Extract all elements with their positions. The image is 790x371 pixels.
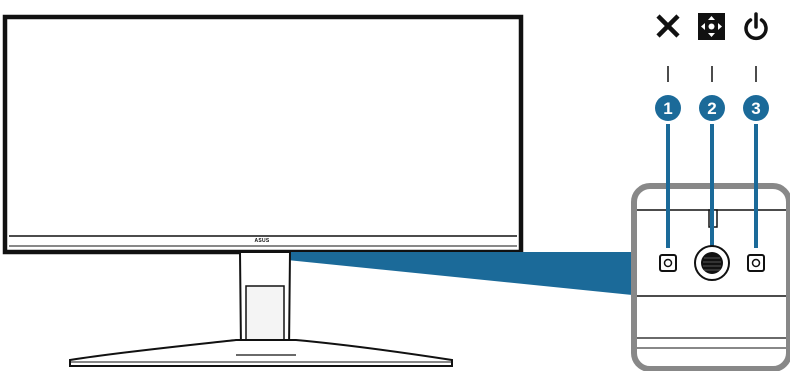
number-badge-3: 3 <box>743 95 769 121</box>
five-way-joystick[interactable] <box>694 245 730 281</box>
power-button[interactable] <box>747 254 765 272</box>
power-icon <box>744 12 768 41</box>
svg-text:1: 1 <box>663 99 672 118</box>
exit-button[interactable] <box>659 254 677 272</box>
number-badge-2: 2 <box>699 95 725 121</box>
five-way-navigation-icon <box>698 13 725 40</box>
callout-wedge <box>286 252 642 296</box>
svg-text:2: 2 <box>707 99 716 118</box>
monitor-screen <box>2 14 524 255</box>
number-badge-1: 1 <box>655 95 681 121</box>
close-icon <box>656 14 680 38</box>
svg-text:3: 3 <box>751 99 760 118</box>
leader-lines <box>667 66 757 82</box>
monitor-stand <box>69 251 453 367</box>
pointer-lines <box>666 124 758 252</box>
brand-logo: ASUS <box>254 238 269 244</box>
